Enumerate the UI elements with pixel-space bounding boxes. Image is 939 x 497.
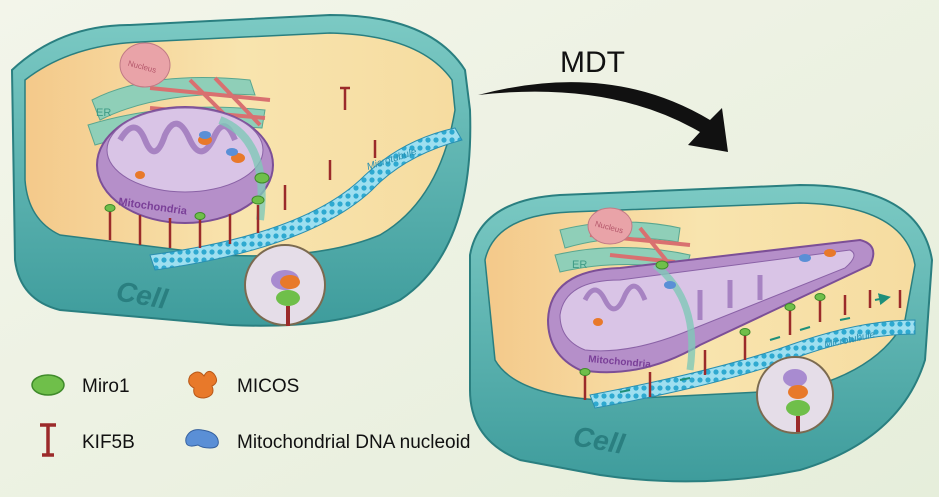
legend-label: Mitochondrial DNA nucleoid [237, 432, 470, 453]
microtubule [589, 319, 916, 409]
mdt-label: MDT [560, 46, 625, 79]
legend-item-miro1: Miro1 [31, 374, 130, 397]
left-cell: ER Nucleus Microtubule Mitochondria [10, 13, 472, 327]
legend-label: Miro1 [82, 376, 130, 397]
mdt-transition: MDT [478, 46, 728, 152]
miro1-proteins [104, 172, 270, 220]
mitochondria-label: Mitochondria [588, 354, 652, 370]
legend-item-kif5b: KIF5B [40, 423, 135, 457]
kif5b-motors [583, 290, 902, 400]
microtubule [149, 127, 463, 271]
legend-label: KIF5B [82, 432, 135, 453]
legend-item-nucleoid: Mitochondrial DNA nucleoid [185, 429, 470, 453]
mitochondrion: Mitochondria [546, 238, 875, 374]
legend-label: MICOS [237, 376, 299, 397]
transport-arrows [619, 298, 885, 393]
nucleus: Nucleus [587, 207, 633, 245]
miro1-icon [31, 374, 65, 396]
transition-arrow [478, 82, 728, 152]
legend: Miro1 MICOS KIF5B Mitochondrial DNA nucl… [31, 370, 470, 457]
nucleoid-icon [185, 429, 219, 449]
miro1-proteins [579, 260, 826, 376]
kif5b-motors [108, 86, 377, 248]
er-label: ER [96, 107, 111, 119]
nucleus: Nucleus [119, 42, 171, 88]
legend-item-micos: MICOS [188, 370, 299, 399]
right-cell: ER Nucleus Microtubule Mitochondria [469, 183, 934, 483]
mitochondrion: Mitochondria [96, 106, 274, 224]
kif5b-icon [40, 423, 56, 457]
er-label: ER [572, 259, 587, 271]
zoom-inset [244, 244, 326, 326]
zoom-inset [756, 356, 834, 434]
micos-icon [188, 370, 218, 399]
